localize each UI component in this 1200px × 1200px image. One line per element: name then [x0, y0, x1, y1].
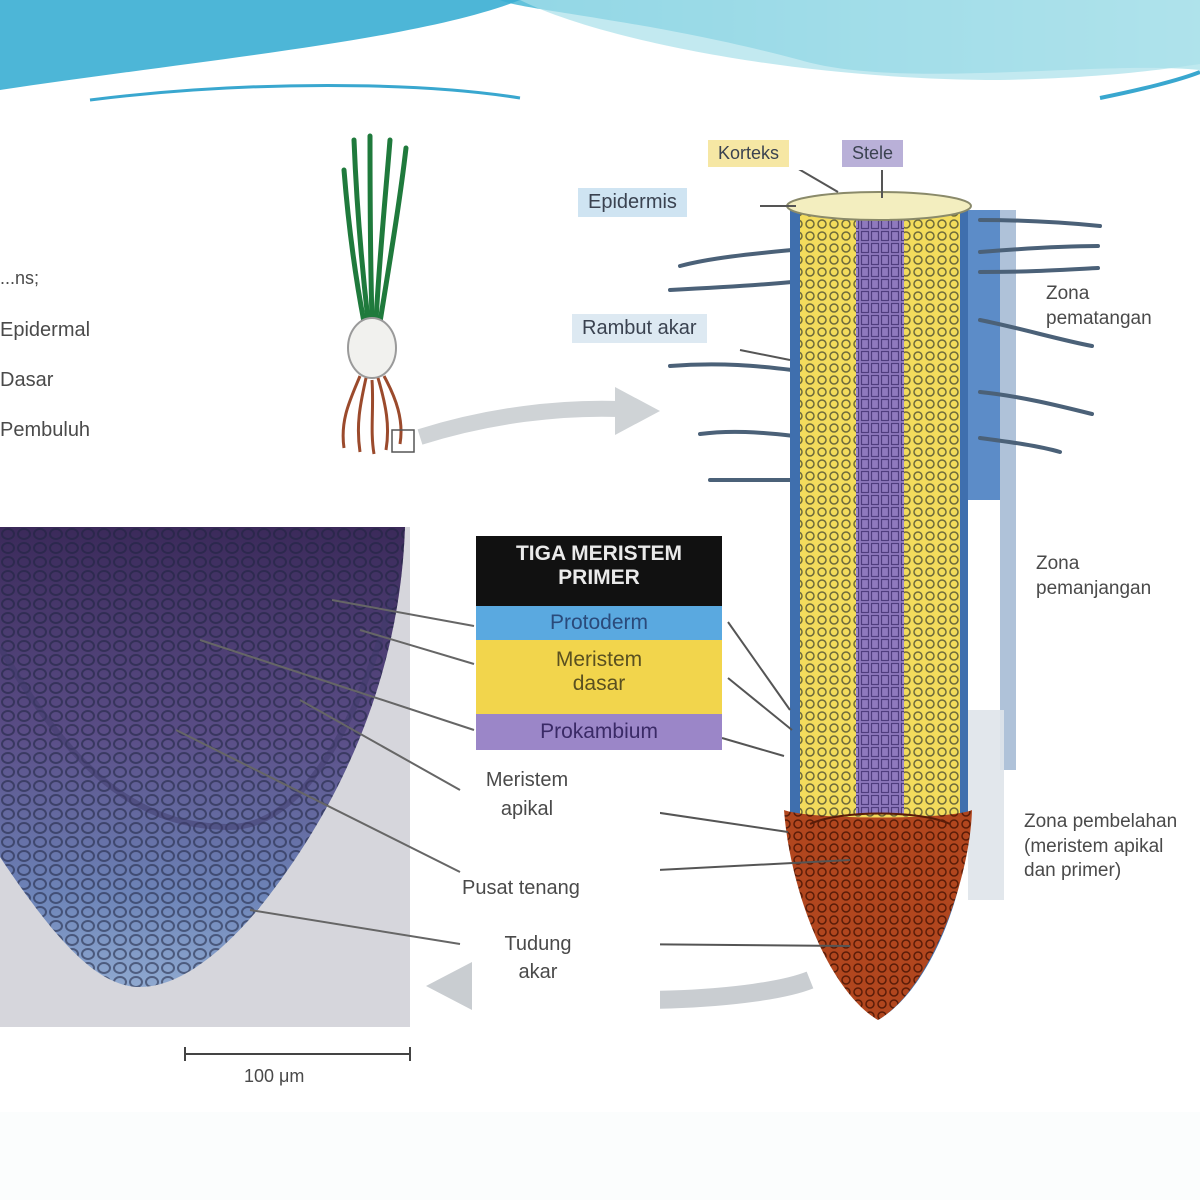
- meristem-box-title: TIGA MERISTEM PRIMER: [476, 536, 722, 606]
- label-epidermis: Epidermis: [578, 188, 687, 217]
- scale-bar-label: 100 μm: [244, 1066, 305, 1086]
- onion-seedling-illustration: [341, 133, 415, 455]
- label-tudung-akar: Tudung akar: [504, 933, 572, 983]
- micrograph-leaders: [175, 599, 475, 945]
- legend-item-epidermal: Epidermal: [0, 319, 91, 341]
- label-pusat-tenang: Pusat tenang: [462, 877, 580, 899]
- meristem-dasar: Meristem dasar: [476, 640, 722, 714]
- root-longitudinal-diagram: [660, 170, 1102, 1020]
- arrow-to-root-icon: [417, 387, 660, 445]
- label-korteks: Korteks: [708, 140, 790, 167]
- header-wave: [0, 0, 1200, 102]
- scale-bar: [184, 1047, 411, 1061]
- root-tip-micrograph: [0, 527, 410, 1027]
- legend-item-dasar: Dasar: [0, 369, 54, 391]
- meristem-protoderm: Protoderm: [476, 606, 722, 640]
- legend-item-pembuluh: Pembuluh: [0, 419, 91, 441]
- meristem-prokambium: Prokambium: [476, 714, 722, 750]
- label-stele: Stele: [842, 140, 904, 167]
- label-zona-pemanjangan: Zona pemanjangan: [1036, 553, 1152, 599]
- slide-footer-area: [0, 1112, 1200, 1200]
- label-rambut-akar: Rambut akar: [572, 314, 707, 343]
- label-meristem-apikal: Meristem apikal: [485, 769, 569, 820]
- legend-heading: ...ns;: [0, 268, 40, 288]
- label-zona-pematangan: Zona pematangan: [1046, 283, 1152, 329]
- arrow-to-micrograph-icon: [426, 962, 472, 1010]
- label-zona-pembelahan: Zona pembelahan (meristem apikal dan pri…: [1024, 811, 1178, 882]
